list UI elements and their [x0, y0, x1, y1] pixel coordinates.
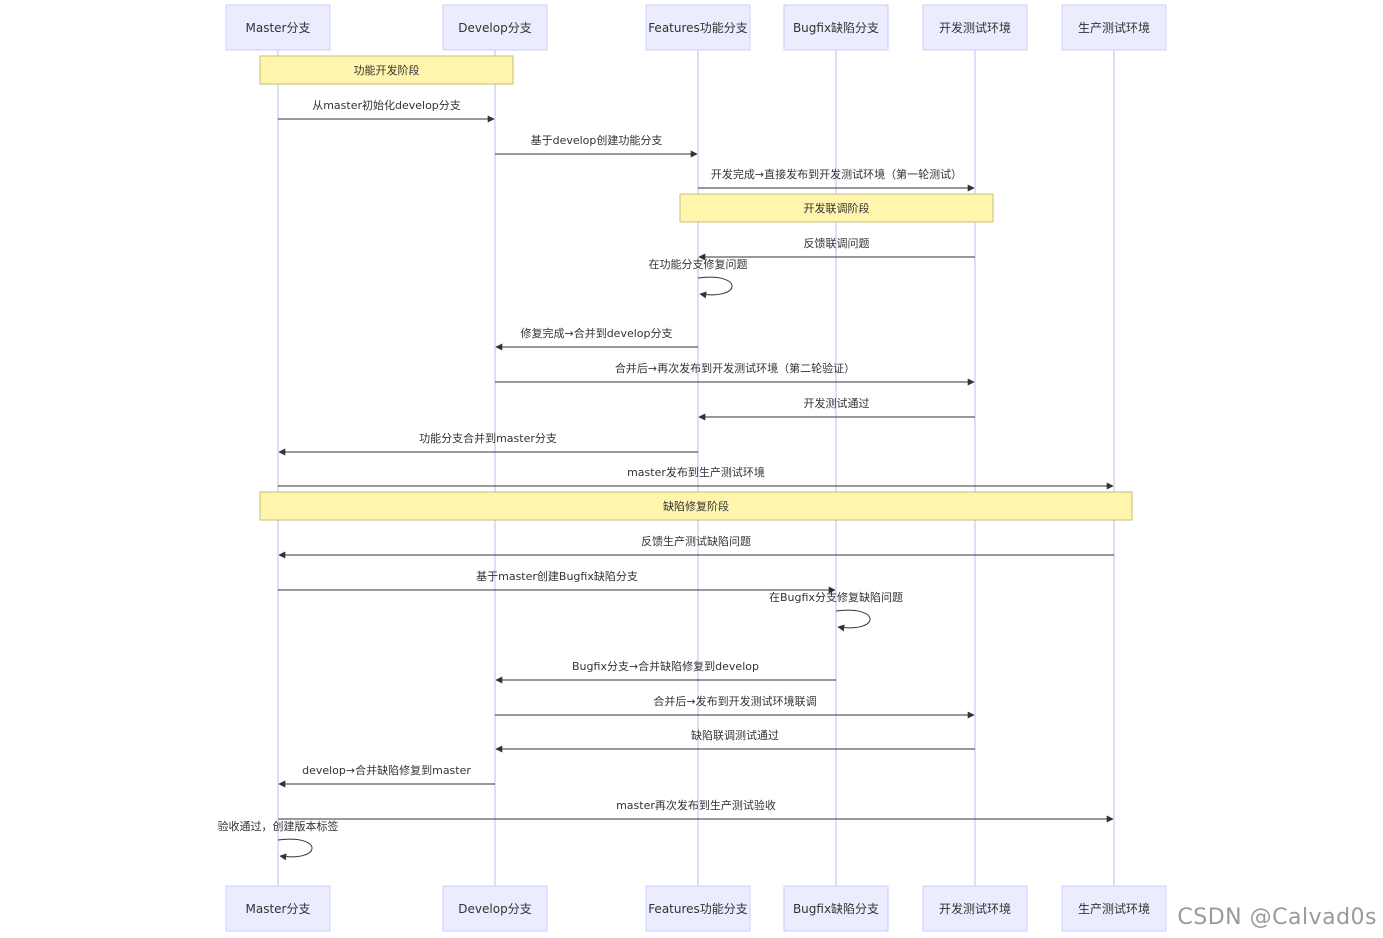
participant-box: [645, 885, 751, 932]
message-16: 缺陷联调测试通过: [495, 728, 975, 753]
message-18: master再次发布到生产测试验收: [278, 798, 1114, 823]
message-7: 合并后→再次发布到开发测试环境（第二轮验证）: [495, 361, 975, 386]
participant-box: [645, 4, 751, 51]
message-12: 基于master创建Bugfix缺陷分支: [278, 569, 836, 594]
participant-label: 生产测试环境: [1078, 901, 1150, 916]
message-1: 从master初始化develop分支: [278, 98, 495, 123]
message-label: master发布到生产测试环境: [627, 465, 765, 479]
note-1: 功能开发阶段: [259, 55, 514, 85]
message-label: 开发完成→直接发布到开发测试环境（第一轮测试）: [711, 167, 962, 181]
message-13: 在Bugfix分支修复缺陷问题: [769, 590, 903, 632]
participant-box: [783, 885, 889, 932]
participant-develop-top: Develop分支: [442, 4, 548, 51]
message-label: 基于master创建Bugfix缺陷分支: [476, 569, 638, 583]
participant-label: Develop分支: [458, 902, 531, 916]
participant-box: [442, 885, 548, 932]
participant-master-bottom: Master分支: [225, 885, 331, 932]
message-label: 基于develop创建功能分支: [531, 133, 663, 147]
message-label: 开发测试通过: [804, 396, 870, 410]
self-loop-arrow: [697, 276, 733, 299]
participant-box: [225, 885, 331, 932]
message-label: 合并后→再次发布到开发测试环境（第二轮验证）: [615, 361, 855, 375]
participant-box: [225, 4, 331, 51]
participant-label: Features功能分支: [648, 21, 748, 35]
message-label: 在功能分支修复问题: [649, 257, 748, 271]
participant-develop-bottom: Develop分支: [442, 885, 548, 932]
participant-prodtest-top: 生产测试环境: [1061, 4, 1167, 51]
message-label: 缺陷联调测试通过: [691, 728, 779, 742]
participant-label: Master分支: [246, 21, 311, 35]
message-label: 合并后→发布到开发测试环境联调: [653, 694, 816, 708]
self-loop-arrow: [835, 609, 871, 632]
message-label: Bugfix分支→合并缺陷修复到develop: [572, 659, 759, 673]
participant-box: [1061, 885, 1167, 932]
message-14: Bugfix分支→合并缺陷修复到develop: [495, 659, 836, 684]
note-box: [259, 55, 514, 85]
watermark: CSDN @Calvad0s: [1177, 905, 1377, 930]
note-box: [259, 491, 1133, 521]
participant-box: [442, 4, 548, 51]
message-3: 开发完成→直接发布到开发测试环境（第一轮测试）: [698, 167, 975, 192]
participant-prodtest-bottom: 生产测试环境: [1061, 885, 1167, 932]
message-8: 开发测试通过: [698, 396, 975, 421]
message-label: 反馈联调问题: [804, 237, 870, 250]
participant-label: Master分支: [246, 902, 311, 916]
participant-label: 开发测试环境: [939, 20, 1011, 35]
participant-label: Develop分支: [458, 21, 531, 35]
note-2: 开发联调阶段: [679, 193, 994, 223]
message-9: 功能分支合并到master分支: [278, 431, 698, 456]
message-label: 在Bugfix分支修复缺陷问题: [769, 590, 903, 604]
message-label: develop→合并缺陷修复到master: [302, 763, 471, 777]
note-box: [679, 193, 994, 223]
message-label: 反馈生产测试缺陷问题: [641, 534, 751, 548]
message-label: master再次发布到生产测试验收: [616, 798, 776, 812]
note-3: 缺陷修复阶段: [259, 491, 1133, 521]
participant-box: [1061, 4, 1167, 51]
note-label: 功能开发阶段: [354, 63, 420, 77]
participant-bugfix-top: Bugfix缺陷分支: [783, 4, 889, 51]
participant-label: Bugfix缺陷分支: [793, 20, 879, 35]
participant-features-bottom: Features功能分支: [645, 885, 751, 932]
participant-label: 开发测试环境: [939, 901, 1011, 916]
message-2: 基于develop创建功能分支: [495, 133, 698, 158]
participant-devtest-top: 开发测试环境: [922, 4, 1028, 51]
message-15: 合并后→发布到开发测试环境联调: [495, 694, 975, 719]
participant-bugfix-bottom: Bugfix缺陷分支: [783, 885, 889, 932]
participant-label: Bugfix缺陷分支: [793, 901, 879, 916]
participant-label: 生产测试环境: [1078, 20, 1150, 35]
participant-box: [922, 885, 1028, 932]
participant-features-top: Features功能分支: [645, 4, 751, 51]
message-6: 修复完成→合并到develop分支: [495, 326, 698, 351]
message-label: 验收通过，创建版本标签: [218, 819, 339, 833]
message-label: 功能分支合并到master分支: [419, 431, 557, 445]
note-label: 开发联调阶段: [804, 201, 870, 215]
message-5: 在功能分支修复问题: [649, 257, 748, 299]
message-10: master发布到生产测试环境: [278, 465, 1114, 490]
message-4: 反馈联调问题: [698, 237, 975, 261]
participant-master-top: Master分支: [225, 4, 331, 51]
message-11: 反馈生产测试缺陷问题: [278, 534, 1114, 559]
participant-label: Features功能分支: [648, 902, 748, 916]
message-label: 从master初始化develop分支: [312, 98, 461, 112]
participant-box: [922, 4, 1028, 51]
participant-box: [783, 4, 889, 51]
message-17: develop→合并缺陷修复到master: [278, 763, 495, 788]
message-label: 修复完成→合并到develop分支: [520, 326, 672, 340]
message-19: 验收通过，创建版本标签: [218, 819, 339, 861]
note-label: 缺陷修复阶段: [663, 499, 729, 513]
self-loop-arrow: [277, 838, 313, 861]
participant-devtest-bottom: 开发测试环境: [922, 885, 1028, 932]
